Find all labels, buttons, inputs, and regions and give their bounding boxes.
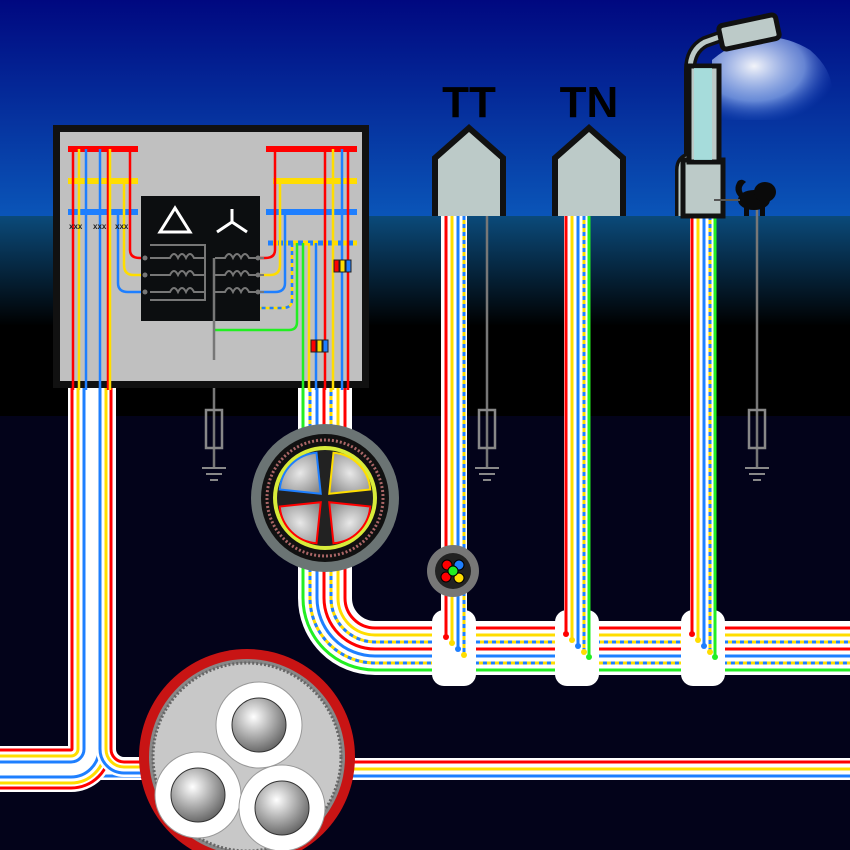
- earth-resistance: [477, 408, 497, 450]
- secondary-winding: [215, 270, 264, 278]
- lamp-drop-joint: [689, 631, 695, 637]
- distribution-bundle-wire: [329, 360, 850, 644]
- lv-bundle-left-wire: [0, 320, 86, 764]
- earth-electrode: [745, 200, 769, 481]
- conductor-sector: [278, 451, 322, 495]
- foreground-details: [139, 424, 479, 850]
- conductor-sector: [328, 451, 372, 495]
- secondary-winding: [215, 287, 264, 295]
- street-lamp: [675, 12, 782, 219]
- tn-drop-joint: [563, 631, 569, 637]
- neutral-lead: [258, 243, 294, 310]
- house-tt: TT: [432, 78, 506, 216]
- tt-drop-joint: [449, 640, 455, 646]
- transformer-windings: [142, 244, 264, 360]
- tn-drop-joint: [569, 637, 575, 643]
- house-tn: TN: [552, 78, 626, 216]
- transformer-cabinet: xxx xxx xxx: [53, 125, 369, 390]
- ground-symbol-icon: [202, 467, 226, 481]
- switch-mark-3: xxx: [115, 222, 129, 231]
- fuse-set: [333, 259, 352, 273]
- distribution-bundle-wire: [343, 360, 850, 630]
- primary-winding: [150, 253, 204, 261]
- tn-drop-joint: [575, 643, 581, 649]
- distribution-bundle-wire: [315, 360, 850, 658]
- mv-cable-cross-section: [251, 424, 399, 572]
- earth-lead: [214, 243, 299, 332]
- lv-bundle-right-wire: [109, 320, 300, 764]
- ground-symbol-icon: [745, 467, 769, 481]
- lamp-base: [680, 157, 726, 219]
- lv-bundle-left-wire: [0, 320, 74, 752]
- lamp-drop-joint: [701, 643, 707, 649]
- lv-cable-cross-section: [427, 545, 479, 597]
- distribution-bundle-wire: [301, 360, 850, 672]
- primary-winding: [150, 270, 204, 278]
- lv-bundle-left-wire: [0, 320, 80, 758]
- lamp-drop-joint: [695, 637, 701, 643]
- lv-bundle-left-sheath: [0, 320, 114, 792]
- earth-resistance: [204, 408, 224, 450]
- lamp-head: [716, 12, 782, 52]
- switch-mark-1: xxx: [69, 222, 83, 231]
- cable-bundles: [0, 190, 850, 792]
- hv-cable-cross-section: [139, 649, 355, 850]
- hv-conductor-core: [254, 780, 310, 836]
- lv-bundle-right-wire: [104, 320, 300, 769]
- hv-conductor-core: [231, 697, 287, 753]
- distribution-bundle-wire: [322, 360, 850, 651]
- lamp-light-beam: [712, 37, 833, 121]
- switch-mark-2: xxx: [93, 222, 107, 231]
- cabinet-wiring: [68, 146, 357, 390]
- dog-icon: [714, 179, 776, 216]
- conductor-sector: [328, 501, 372, 545]
- secondary-winding: [215, 253, 264, 261]
- lamp-drop-joint: [712, 654, 718, 660]
- tt-label: TT: [442, 78, 496, 127]
- tt-drop-joint: [461, 652, 467, 658]
- coil-lead: [258, 181, 282, 277]
- tn-drop-joint: [581, 649, 587, 655]
- tn-label: TN: [560, 78, 619, 127]
- earth-resistance: [747, 408, 767, 450]
- fuse-set: [310, 339, 329, 353]
- tt-drop-joint: [455, 646, 461, 652]
- coil-lead: [128, 149, 145, 260]
- coil-lead: [258, 149, 277, 260]
- conductor-sector: [278, 501, 322, 545]
- house-tt-outline: [432, 123, 506, 216]
- coil-lead: [258, 212, 287, 294]
- distribution-bundle-wire: [308, 360, 850, 665]
- coil-lead: [122, 181, 145, 277]
- ground-symbol-icon: [475, 467, 499, 481]
- house-tn-outline: [552, 123, 626, 216]
- wye-symbol-icon: [216, 209, 248, 234]
- hv-conductor-core: [170, 767, 226, 823]
- primary-winding: [150, 287, 204, 295]
- tn-drop-joint: [586, 654, 592, 660]
- distribution-bundle-wire: [336, 360, 850, 637]
- lv-bundle-right-wire: [98, 320, 300, 775]
- earth-electrode: [475, 190, 499, 481]
- delta-link: [150, 244, 206, 301]
- lamp-drop-joint: [707, 649, 713, 655]
- coil-lead: [116, 212, 145, 294]
- tt-drop-joint: [443, 634, 449, 640]
- delta-symbol-icon: [157, 205, 193, 234]
